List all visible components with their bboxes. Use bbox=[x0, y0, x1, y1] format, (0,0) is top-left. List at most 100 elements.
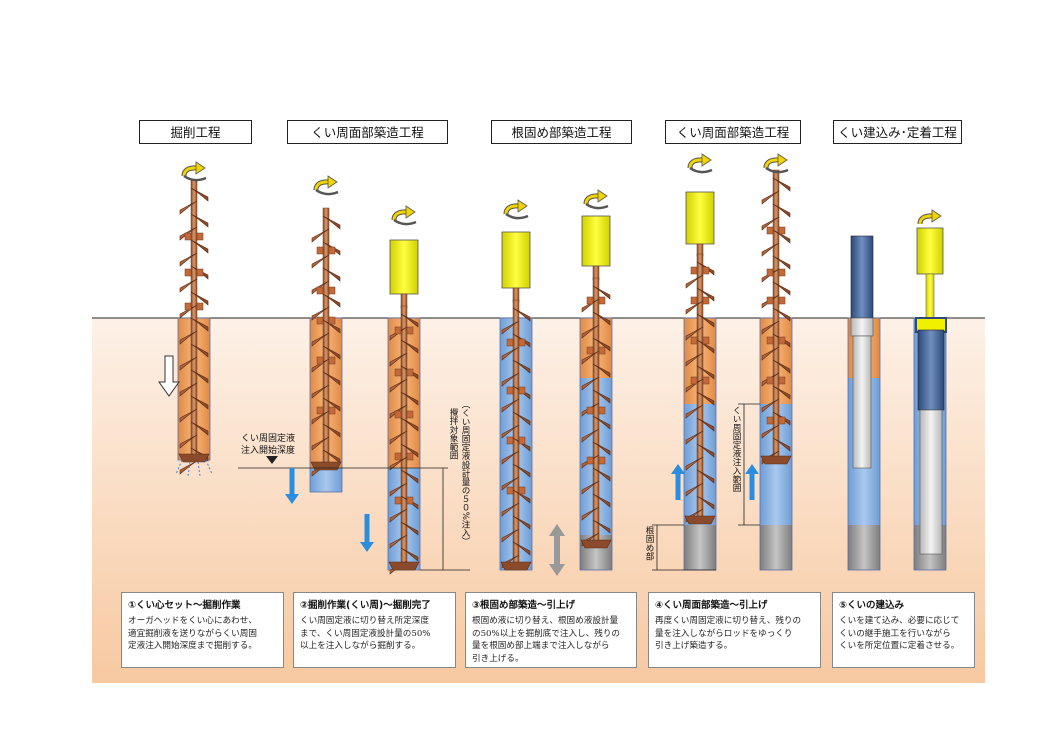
rotation-arrow-head bbox=[327, 175, 338, 189]
coupler bbox=[586, 406, 594, 415]
down-arrow-icon bbox=[364, 514, 370, 542]
helical-flight bbox=[685, 300, 704, 315]
coupler bbox=[394, 452, 402, 461]
helical-flight bbox=[501, 346, 520, 361]
caption-step-2-line: 以上を注入しながら掘削する。 bbox=[300, 641, 421, 651]
helical-flight bbox=[696, 495, 715, 510]
rotation-arrow-head bbox=[931, 209, 942, 223]
auger bbox=[500, 199, 532, 571]
rotation-arrow-head bbox=[405, 205, 416, 219]
helical-flight bbox=[311, 358, 330, 373]
helical-flight bbox=[696, 391, 715, 406]
coupler bbox=[766, 336, 774, 345]
stage-title-root-solidification: 根固め部築造工程 bbox=[491, 120, 632, 144]
auger-head bbox=[760, 455, 792, 465]
coupler bbox=[702, 336, 710, 345]
pile-steel-pipe bbox=[919, 409, 943, 555]
helical-flight bbox=[592, 519, 611, 534]
root-part-label-text: 根固め部 bbox=[644, 526, 654, 561]
pile-steel-pipe bbox=[852, 335, 872, 469]
coupler bbox=[518, 486, 526, 495]
auger bbox=[760, 153, 792, 465]
helical-flight bbox=[190, 343, 209, 358]
helical-flight bbox=[190, 213, 209, 228]
helical-flight bbox=[179, 200, 198, 215]
auger-rod bbox=[592, 277, 600, 545]
rotation-arrow-tail bbox=[689, 166, 713, 174]
rotation-arrow-tail bbox=[315, 188, 339, 196]
helical-flight bbox=[311, 306, 330, 321]
auger-head bbox=[500, 561, 532, 571]
coupler bbox=[394, 326, 402, 335]
coupler bbox=[702, 376, 710, 385]
caption-step-2: ②掘削作業(くい周)～掘削完了 くい周固定液に切り替え所定深度 まで、くい周固定… bbox=[293, 592, 456, 668]
helical-flight bbox=[685, 352, 704, 367]
caption-step-4-line: 引き上げ築造する。 bbox=[655, 641, 733, 651]
auger bbox=[684, 153, 716, 525]
helical-flight bbox=[501, 398, 520, 413]
caption-step-3-title: ③根固め部築造～引上げ bbox=[472, 600, 576, 611]
helical-flight bbox=[761, 320, 780, 335]
coupler bbox=[518, 436, 526, 445]
auger-head bbox=[580, 539, 612, 549]
helical-flight bbox=[685, 378, 704, 393]
helical-flight bbox=[389, 508, 408, 523]
helical-flight bbox=[311, 332, 330, 347]
motor-unit bbox=[916, 227, 944, 275]
coupler bbox=[506, 436, 514, 445]
helical-flight bbox=[190, 239, 209, 254]
rotation-arrow-tail bbox=[585, 202, 609, 210]
coupler bbox=[406, 326, 414, 335]
coupler bbox=[766, 296, 774, 305]
helical-flight bbox=[501, 372, 520, 387]
helical-flight bbox=[400, 417, 419, 432]
auger-rod bbox=[512, 299, 520, 567]
motor-unit bbox=[389, 239, 419, 295]
helical-flight bbox=[322, 397, 341, 412]
caption-step-5-line: くいを所定位置に定着させる。 bbox=[839, 641, 960, 651]
helical-flight bbox=[190, 187, 209, 202]
helical-flight bbox=[389, 482, 408, 497]
coupler bbox=[316, 406, 324, 415]
coupler bbox=[598, 346, 606, 355]
helical-flight bbox=[685, 482, 704, 497]
coupler bbox=[328, 316, 336, 325]
coupler bbox=[778, 336, 786, 345]
coupler bbox=[328, 286, 336, 295]
helical-flight bbox=[592, 467, 611, 482]
helical-flight bbox=[322, 371, 341, 386]
helical-flight bbox=[696, 443, 715, 458]
down-arrow-icon-head bbox=[360, 542, 374, 552]
coupler bbox=[518, 338, 526, 347]
depth-marker-icon bbox=[266, 456, 278, 464]
helical-flight bbox=[592, 285, 611, 300]
helical-flight bbox=[512, 411, 531, 426]
coupler bbox=[406, 368, 414, 377]
caption-step-3-line: 量を根固め部上端まで注入しながら bbox=[472, 641, 610, 651]
rotation-arrow-head bbox=[195, 161, 206, 175]
coupler bbox=[506, 338, 514, 347]
helical-flight bbox=[512, 541, 531, 556]
rotation-arrow-tail bbox=[183, 174, 207, 182]
helical-flight bbox=[322, 345, 341, 360]
helical-flight bbox=[501, 528, 520, 543]
stage-title-pile-surface-2: くい周面部築造工程 bbox=[665, 120, 801, 144]
caption-step-4-line: 再度くい周固定液に切り替え、残りの bbox=[655, 616, 802, 626]
helical-flight bbox=[311, 410, 330, 425]
auger bbox=[388, 205, 420, 575]
helical-flight bbox=[685, 508, 704, 523]
auger-rod bbox=[400, 305, 408, 567]
helical-flight bbox=[772, 177, 791, 192]
rotation-arrow-head bbox=[777, 153, 788, 167]
coupler bbox=[690, 296, 698, 305]
helical-flight bbox=[389, 430, 408, 445]
helical-flight bbox=[179, 460, 198, 475]
helical-flight bbox=[772, 229, 791, 244]
helical-flight bbox=[581, 480, 600, 495]
helical-flight bbox=[592, 441, 611, 456]
motor-unit bbox=[501, 231, 531, 289]
auger-head bbox=[310, 461, 342, 471]
coupler bbox=[196, 302, 204, 311]
helical-flight bbox=[592, 363, 611, 378]
helical-flight bbox=[772, 203, 791, 218]
